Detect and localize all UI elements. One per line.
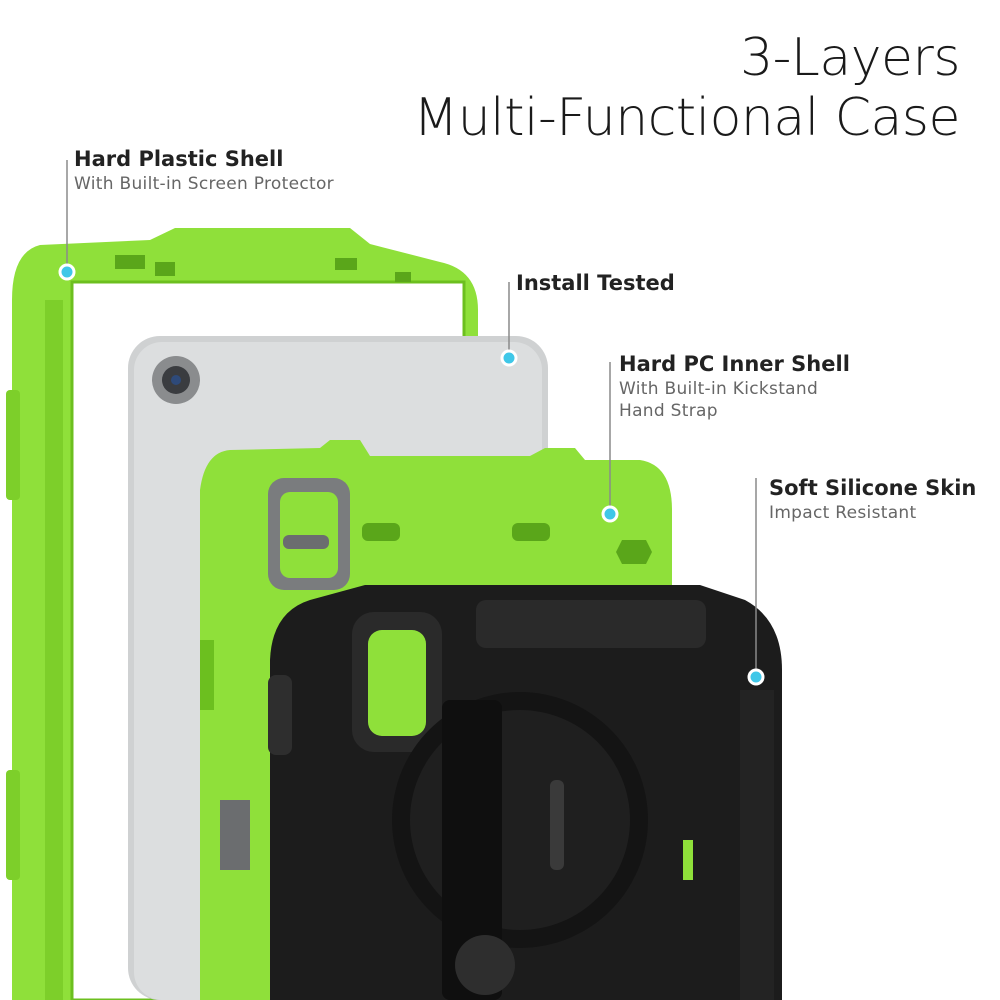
marker-dot <box>747 668 765 686</box>
callout-hard-plastic-shell: Hard Plastic Shell With Built-in Screen … <box>74 145 334 195</box>
callout-subtext: Hand Strap <box>619 401 718 421</box>
callout-hard-pc-inner-shell: Hard PC Inner Shell With Built-in Kickst… <box>619 350 850 422</box>
callout-heading: Install Tested <box>516 271 675 295</box>
marker-dot <box>58 263 76 281</box>
callout-subtext: With Built-in Screen Protector <box>74 174 334 194</box>
callout-subtext: With Built-in Kickstand <box>619 379 819 399</box>
callout-leader-lines <box>66 160 757 677</box>
marker-dot <box>601 505 619 523</box>
callout-soft-silicone-skin: Soft Silicone Skin Impact Resistant <box>769 474 976 524</box>
marker-dot <box>500 349 518 367</box>
page-title: 3-Layers Multi-Functional Case <box>413 28 960 148</box>
soft-silicone-skin <box>268 585 782 1000</box>
callout-heading: Hard PC Inner Shell <box>619 352 850 376</box>
callout-subtext: Impact Resistant <box>769 503 917 523</box>
callout-install-tested: Install Tested <box>516 269 675 297</box>
callout-markers <box>58 263 765 686</box>
callout-heading: Soft Silicone Skin <box>769 476 977 500</box>
title-line-2: Multi-Functional Case <box>413 88 960 148</box>
callout-heading: Hard Plastic Shell <box>74 147 284 171</box>
title-line-1: 3-Layers <box>740 28 960 88</box>
